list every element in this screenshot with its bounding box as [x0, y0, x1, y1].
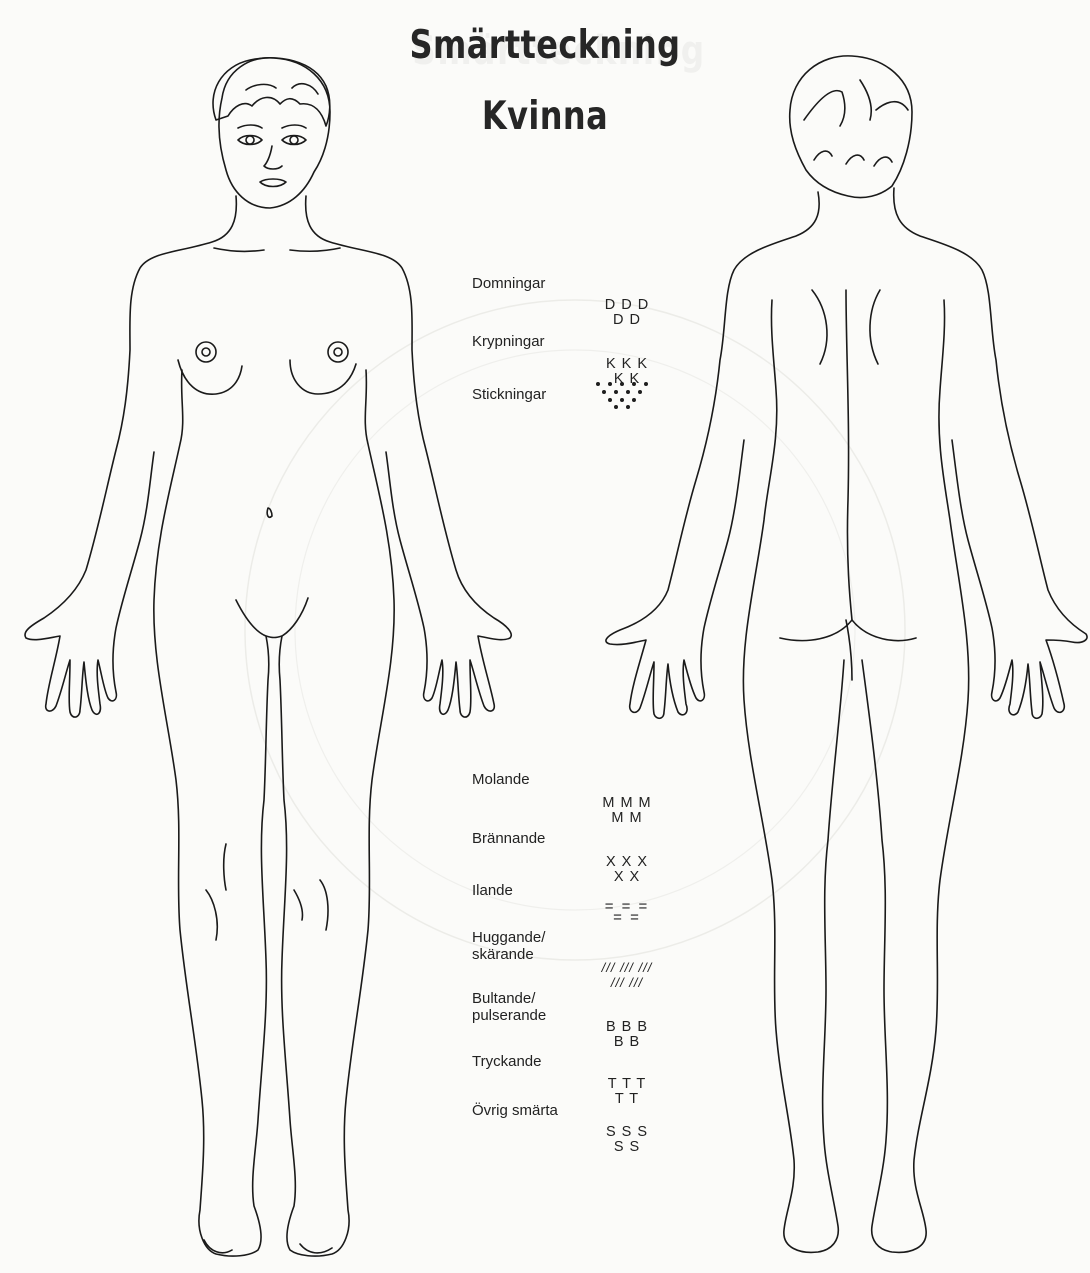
legend-label-domningar: Domningar	[472, 275, 545, 292]
ghost-circle	[245, 300, 905, 960]
legend-label-molande: Molande	[472, 771, 530, 788]
legend-label-tryckande: Tryckande	[472, 1053, 541, 1070]
legend-label-krypningar: Krypningar	[472, 333, 545, 350]
legend-label-brannande: Brännande	[472, 830, 545, 847]
female-body-back-icon	[606, 56, 1087, 1252]
legend-label-stickningar: Stickningar	[472, 386, 546, 403]
legend-label-ilande: Ilande	[472, 882, 513, 899]
legend-label-bultande: Bultande/pulserande	[472, 990, 546, 1024]
legend-label-ovrig-smarta: Övrig smärta	[472, 1102, 558, 1119]
legend-label-huggande: Huggande/skärande	[472, 929, 545, 963]
dots-icon	[594, 380, 654, 410]
female-body-front-icon	[25, 58, 511, 1256]
